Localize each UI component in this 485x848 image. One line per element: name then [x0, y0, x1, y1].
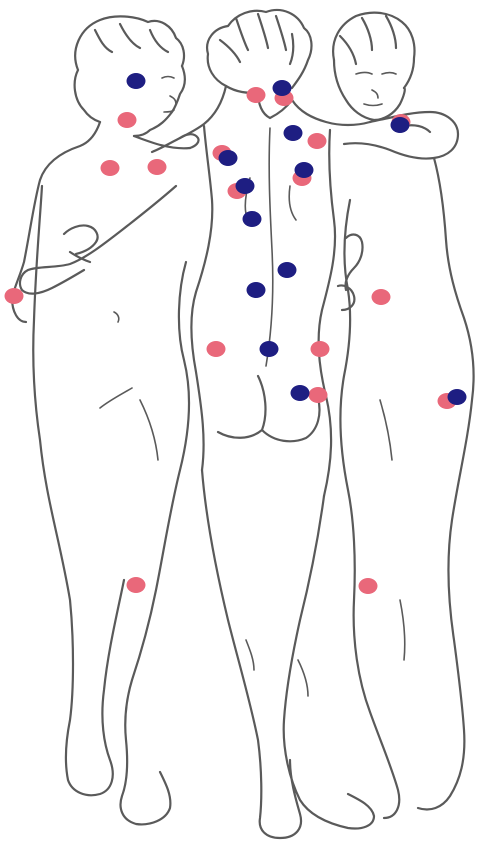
left-figure-hip	[121, 262, 189, 824]
pink-point-marker	[127, 577, 146, 593]
navy-point-marker	[448, 389, 467, 405]
center-figure-buttocks	[218, 376, 320, 441]
left-figure-torso	[12, 122, 190, 795]
left-figure-arm	[20, 134, 199, 293]
left-figure-navel	[114, 312, 119, 322]
pink-point-marker	[311, 341, 330, 357]
right-figure	[333, 13, 473, 818]
left-figure	[12, 16, 199, 824]
navy-point-marker	[243, 211, 262, 227]
navy-point-marker	[236, 178, 255, 194]
navy-point-marker	[127, 73, 146, 89]
center-figure-knee-lines	[246, 640, 308, 696]
pink-point-marker	[308, 133, 327, 149]
right-figure-leg-lines	[380, 400, 405, 660]
navy-point-marker	[219, 150, 238, 166]
right-figure-features	[356, 73, 396, 106]
navy-point-marker	[295, 162, 314, 178]
pink-point-marker	[247, 87, 266, 103]
pink-point-marker	[207, 341, 226, 357]
navy-point-marker	[260, 341, 279, 357]
pink-point-marker	[118, 112, 137, 128]
pink-point-marker	[372, 289, 391, 305]
navy-point-marker	[273, 80, 292, 96]
navy-point-marker	[291, 385, 310, 401]
center-figure-legs	[202, 470, 374, 838]
center-figure-spine	[245, 128, 296, 366]
pink-point-marker	[5, 288, 24, 304]
left-figure-hair	[75, 16, 184, 122]
right-figure-face	[334, 60, 405, 120]
navy-point-marker	[247, 282, 266, 298]
navy-points	[127, 73, 467, 405]
center-figure	[180, 10, 374, 838]
left-figure-groin	[100, 388, 158, 460]
right-figure-hand	[338, 235, 363, 310]
center-figure-hair	[207, 10, 311, 93]
pink-point-marker	[148, 159, 167, 175]
navy-point-marker	[391, 117, 410, 133]
right-figure-hair	[333, 13, 414, 88]
pink-point-marker	[359, 578, 378, 594]
pink-point-marker	[101, 160, 120, 176]
navy-point-marker	[278, 262, 297, 278]
pink-point-marker	[309, 387, 328, 403]
navy-point-marker	[284, 125, 303, 141]
